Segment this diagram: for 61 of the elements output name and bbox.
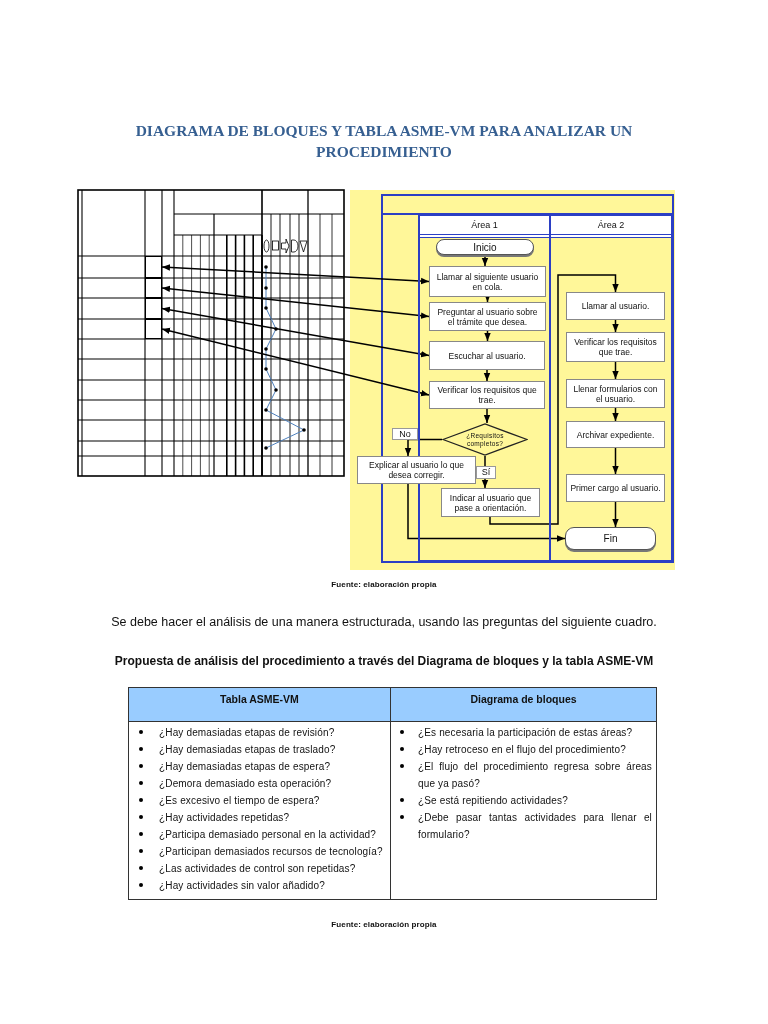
source-note: Fuente: elaboración propia — [331, 920, 437, 929]
double-headed-arrow — [161, 285, 430, 319]
arrow — [407, 483, 566, 542]
question-text: ¿Las actividades de control son repetidas? — [159, 862, 357, 876]
column-header: Diagrama de bloques — [391, 688, 656, 722]
arrow — [612, 407, 619, 422]
double-headed-arrow — [161, 327, 430, 397]
question-text: ¿Hay actividades repetidas? — [159, 811, 291, 825]
double-headed-arrow — [161, 264, 430, 285]
terminator: Inicio — [436, 239, 534, 255]
swimlane — [549, 214, 673, 562]
process-box: Primer cargo al usuario. — [566, 474, 665, 502]
column-header: Tabla ASME-VM — [129, 688, 391, 722]
process-box: Llenar formularios con el usuario. — [566, 379, 665, 408]
arrow — [612, 361, 619, 380]
table-cell — [145, 278, 162, 298]
table-cell — [145, 256, 162, 278]
question-text: ¿Hay demasiadas etapas de traslado? — [159, 743, 337, 757]
question-text: ¿El flujo del procedimiento regresa sobre áreas que ya pasó? — [418, 760, 652, 791]
lane-header: Área 1 — [420, 216, 549, 238]
question-text: ¿Es excesivo el tiempo de espera? — [159, 794, 321, 808]
table-cell — [145, 298, 162, 319]
process-box: Verificar los requisitos que trae. — [566, 332, 665, 362]
question-text: ¿Hay demasiadas etapas de espera? — [159, 760, 332, 774]
process-box: Explicar al usuario lo que desea corregir. — [357, 456, 476, 484]
question-text: ¿Hay retroceso en el flujo del procedimiento? — [418, 743, 627, 757]
process-box: Llamar al siguiente usuario en cola. — [429, 266, 546, 297]
process-box: Indicar al usuario que pase a orientación. — [441, 488, 540, 517]
question-text: ¿Hay demasiadas etapas de revisión? — [159, 726, 336, 740]
body-text: Se debe hacer el análisis de una manera estructurada, usando las preguntas del siguiente cuadro. — [111, 615, 657, 629]
question-text: ¿Demora demasiado esta operación? — [159, 777, 333, 791]
source-note: Fuente: elaboración propia — [331, 580, 437, 589]
table-caption: Propuesta de análisis del procedimiento a través del Diagrama de bloques y la tabla ASME-VM — [114, 654, 654, 668]
terminator: Fin — [565, 527, 656, 550]
question-text: ¿Hay actividades sin valor añadido? — [159, 879, 326, 893]
edge-label: No — [392, 428, 418, 440]
arrow — [483, 369, 491, 382]
process-box: Escuchar al usuario. — [429, 341, 545, 370]
question-text: ¿Debe pasar tantas actividades para llenar el formulario? — [418, 811, 652, 842]
question-text: ¿Participan demasiados recursos de tecnología? — [159, 845, 384, 859]
arrow — [489, 274, 619, 525]
arrow — [484, 294, 491, 303]
arrow — [481, 254, 489, 267]
question-text: ¿Participa demasiado personal en la actividad? — [159, 828, 378, 842]
arrow — [483, 408, 491, 424]
arrow — [612, 501, 619, 528]
double-headed-arrow — [161, 306, 430, 358]
arrow — [484, 330, 491, 342]
question-text: ¿Es necesaria la participación de estas áreas? — [418, 726, 634, 740]
edge-label: Sí — [476, 466, 496, 479]
arrow — [612, 447, 619, 475]
lane-header: Área 2 — [551, 216, 671, 238]
page-title: DIAGRAMA DE BLOQUES Y TABLA ASME-VM PARA ANALIZAR UN PROCEDIMIENTO — [134, 121, 634, 162]
question-text: ¿Se está repitiendo actividades? — [418, 794, 569, 808]
process-box: Archivar expediente. — [566, 421, 665, 448]
process-box: Llamar al usuario. — [566, 292, 665, 320]
arrow — [481, 455, 489, 489]
process-box: Verificar los requisitos que trae. — [429, 381, 545, 409]
arrow — [612, 319, 619, 333]
table-cell — [145, 319, 162, 339]
process-box: Preguntar al usuario sobre el trámite que desea. — [429, 302, 546, 331]
